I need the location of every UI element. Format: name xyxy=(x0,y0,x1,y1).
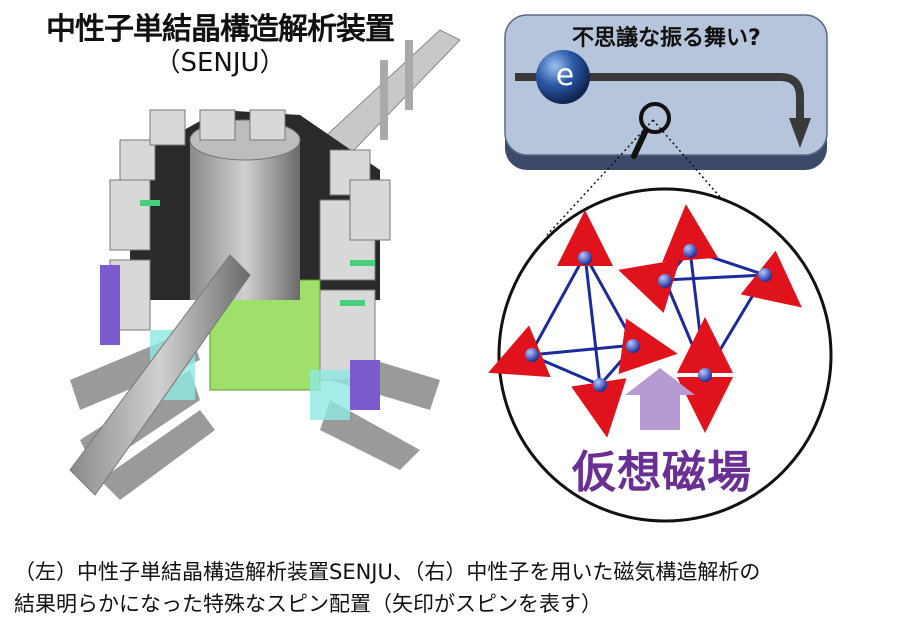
electron-label: e xyxy=(555,58,575,93)
question-label: 不思議な振る舞い? xyxy=(572,26,761,51)
virtual-field-arrow-icon xyxy=(625,368,695,430)
electron-sphere xyxy=(536,50,590,104)
instrument-title: 中性子単結晶構造解析装置 xyxy=(46,12,395,47)
caption-line-2: 結果明らかになった特殊なスピン配置（矢印がスピンを表す） xyxy=(14,592,602,616)
senju-instrument-illustration xyxy=(69,29,461,500)
instrument-subtitle: （SENJU） xyxy=(154,48,286,78)
arrow-down-icon xyxy=(789,118,811,148)
virtual-field-label: 仮想磁場 xyxy=(572,447,752,498)
magnifier-icon xyxy=(631,102,671,159)
electron-path-box xyxy=(504,14,828,261)
caption-line-1: （左）中性子単結晶構造解析装置SENJU、（右）中性子を用いた磁気構造解析の xyxy=(14,560,761,584)
spin-configuration-circle xyxy=(488,187,833,523)
